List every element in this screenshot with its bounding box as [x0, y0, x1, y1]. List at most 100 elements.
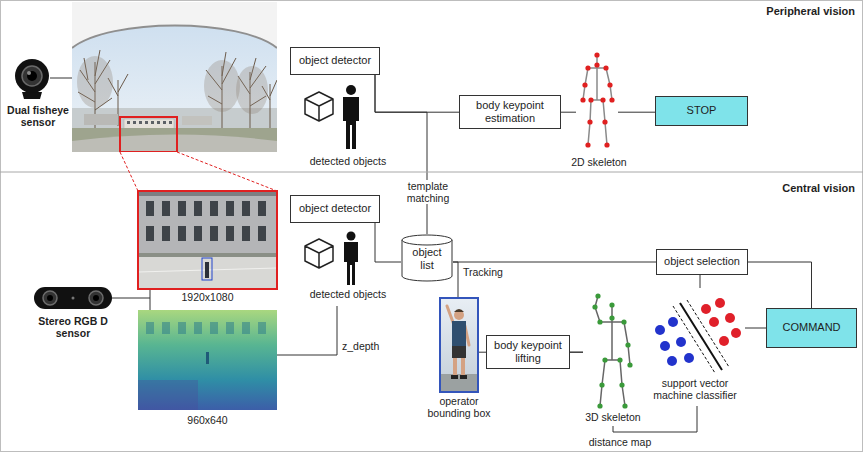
object-icons-bottom	[305, 239, 333, 268]
rgb-crop-image	[210, 226, 218, 241]
depth-image	[194, 322, 202, 334]
edge-label: Tracking	[462, 266, 504, 278]
fisheye-panorama	[78, 50, 112, 128]
fisheye-panorama	[124, 119, 174, 130]
fisheye-panorama	[163, 121, 166, 124]
zoom-leader	[120, 152, 138, 191]
node-text: object detector	[299, 202, 371, 215]
skeleton-2d	[588, 97, 593, 102]
skeleton-2d	[594, 62, 599, 67]
stereo-camera-icon	[89, 291, 103, 305]
stereo-camera-icon	[72, 297, 75, 300]
caption-label: 960x640	[160, 414, 255, 426]
svm-illustration	[719, 336, 729, 346]
skeleton-3d	[599, 382, 604, 387]
process-box: object selection	[656, 249, 748, 275]
skeleton-2d	[580, 97, 585, 102]
fisheye-panorama	[120, 117, 177, 152]
skeleton-2d	[583, 55, 612, 145]
rgb-crop-image	[178, 201, 186, 216]
stereo-camera-icon	[43, 291, 57, 305]
fisheye-camera-icon	[15, 59, 49, 93]
fisheye-panorama	[145, 121, 148, 124]
fisheye-panorama	[72, 2, 277, 152]
skeleton-2d	[585, 65, 590, 70]
rgb-crop-image	[178, 226, 186, 241]
rgb-crop-image	[138, 191, 277, 289]
depth-image	[146, 322, 154, 334]
cylinder-top	[402, 235, 452, 245]
skeleton-2d	[602, 119, 607, 124]
caption-label: Stereo RGB D sensor	[30, 315, 116, 339]
skeleton-3d	[617, 357, 622, 362]
skeleton-3d	[625, 342, 630, 347]
operator-photo	[440, 298, 478, 392]
operator-photo	[454, 309, 464, 312]
object-icons-top	[305, 85, 359, 149]
connector-line	[570, 328, 766, 352]
svm-illustration	[725, 313, 735, 323]
operator-photo	[451, 375, 458, 379]
rgb-crop-image	[138, 191, 277, 253]
skeleton-2d	[603, 65, 608, 70]
fisheye-camera-icon	[22, 66, 42, 86]
operator-photo	[440, 298, 478, 392]
skeleton-3d	[602, 357, 607, 362]
svm-illustration	[645, 288, 745, 376]
caption-label: detected objects	[306, 288, 390, 300]
fisheye-panorama	[238, 58, 266, 128]
rgb-crop-image	[194, 226, 202, 241]
skeleton-3d	[595, 293, 600, 298]
fisheye-panorama	[133, 121, 136, 124]
rgb-crop-image	[194, 201, 202, 216]
skeleton-2d	[607, 82, 612, 87]
skeleton-3d	[597, 319, 602, 324]
skeleton-2d	[594, 52, 599, 57]
connector-line	[748, 262, 812, 308]
node-text: COMMAND	[782, 321, 840, 334]
caption-label: 3D skeleton	[580, 411, 646, 423]
fisheye-panorama	[139, 121, 142, 124]
fisheye-camera-icon	[22, 92, 42, 99]
depth-wire	[277, 306, 337, 355]
stereo-camera-icon	[150, 290, 151, 310]
depth-image	[258, 322, 266, 334]
node-text: object detector	[299, 54, 371, 67]
skeleton-3d	[622, 403, 627, 408]
rgb-crop-image	[138, 191, 277, 289]
node-text: object selection	[664, 255, 740, 268]
fisheye-panorama	[182, 116, 212, 125]
fisheye-panorama	[72, 128, 277, 152]
fisheye-camera-icon	[15, 59, 72, 99]
skeleton-3d	[583, 293, 645, 410]
svm-illustration	[667, 356, 677, 366]
output-box: COMMAND	[766, 308, 857, 348]
svm-illustration	[701, 298, 741, 346]
fisheye-panorama	[204, 60, 240, 112]
node-text: body keypoint lifting	[491, 339, 565, 365]
svm-illustration	[684, 353, 694, 363]
operator-photo	[440, 374, 478, 392]
depth-image	[162, 322, 170, 334]
depth-image	[210, 322, 218, 334]
skeleton-3d	[597, 403, 602, 408]
object-icons-top	[346, 85, 356, 95]
fisheye-panorama	[108, 74, 128, 126]
fisheye-panorama	[72, 2, 277, 152]
rgb-crop-image	[138, 191, 277, 289]
operator-photo	[461, 358, 465, 375]
skeleton-2d	[585, 142, 590, 147]
stereo-camera-icon	[93, 295, 99, 301]
object-icons-bottom	[344, 242, 358, 285]
rgb-crop-image	[162, 201, 170, 216]
rgb-crop-image	[226, 201, 234, 216]
caption-label: support vector machine classifier	[643, 377, 747, 401]
process-box: object detector	[290, 195, 380, 223]
svm-illustration	[715, 298, 725, 308]
rgb-crop-image	[205, 262, 209, 278]
fisheye-panorama	[72, 26, 277, 49]
caption-label: distance map	[575, 436, 665, 448]
